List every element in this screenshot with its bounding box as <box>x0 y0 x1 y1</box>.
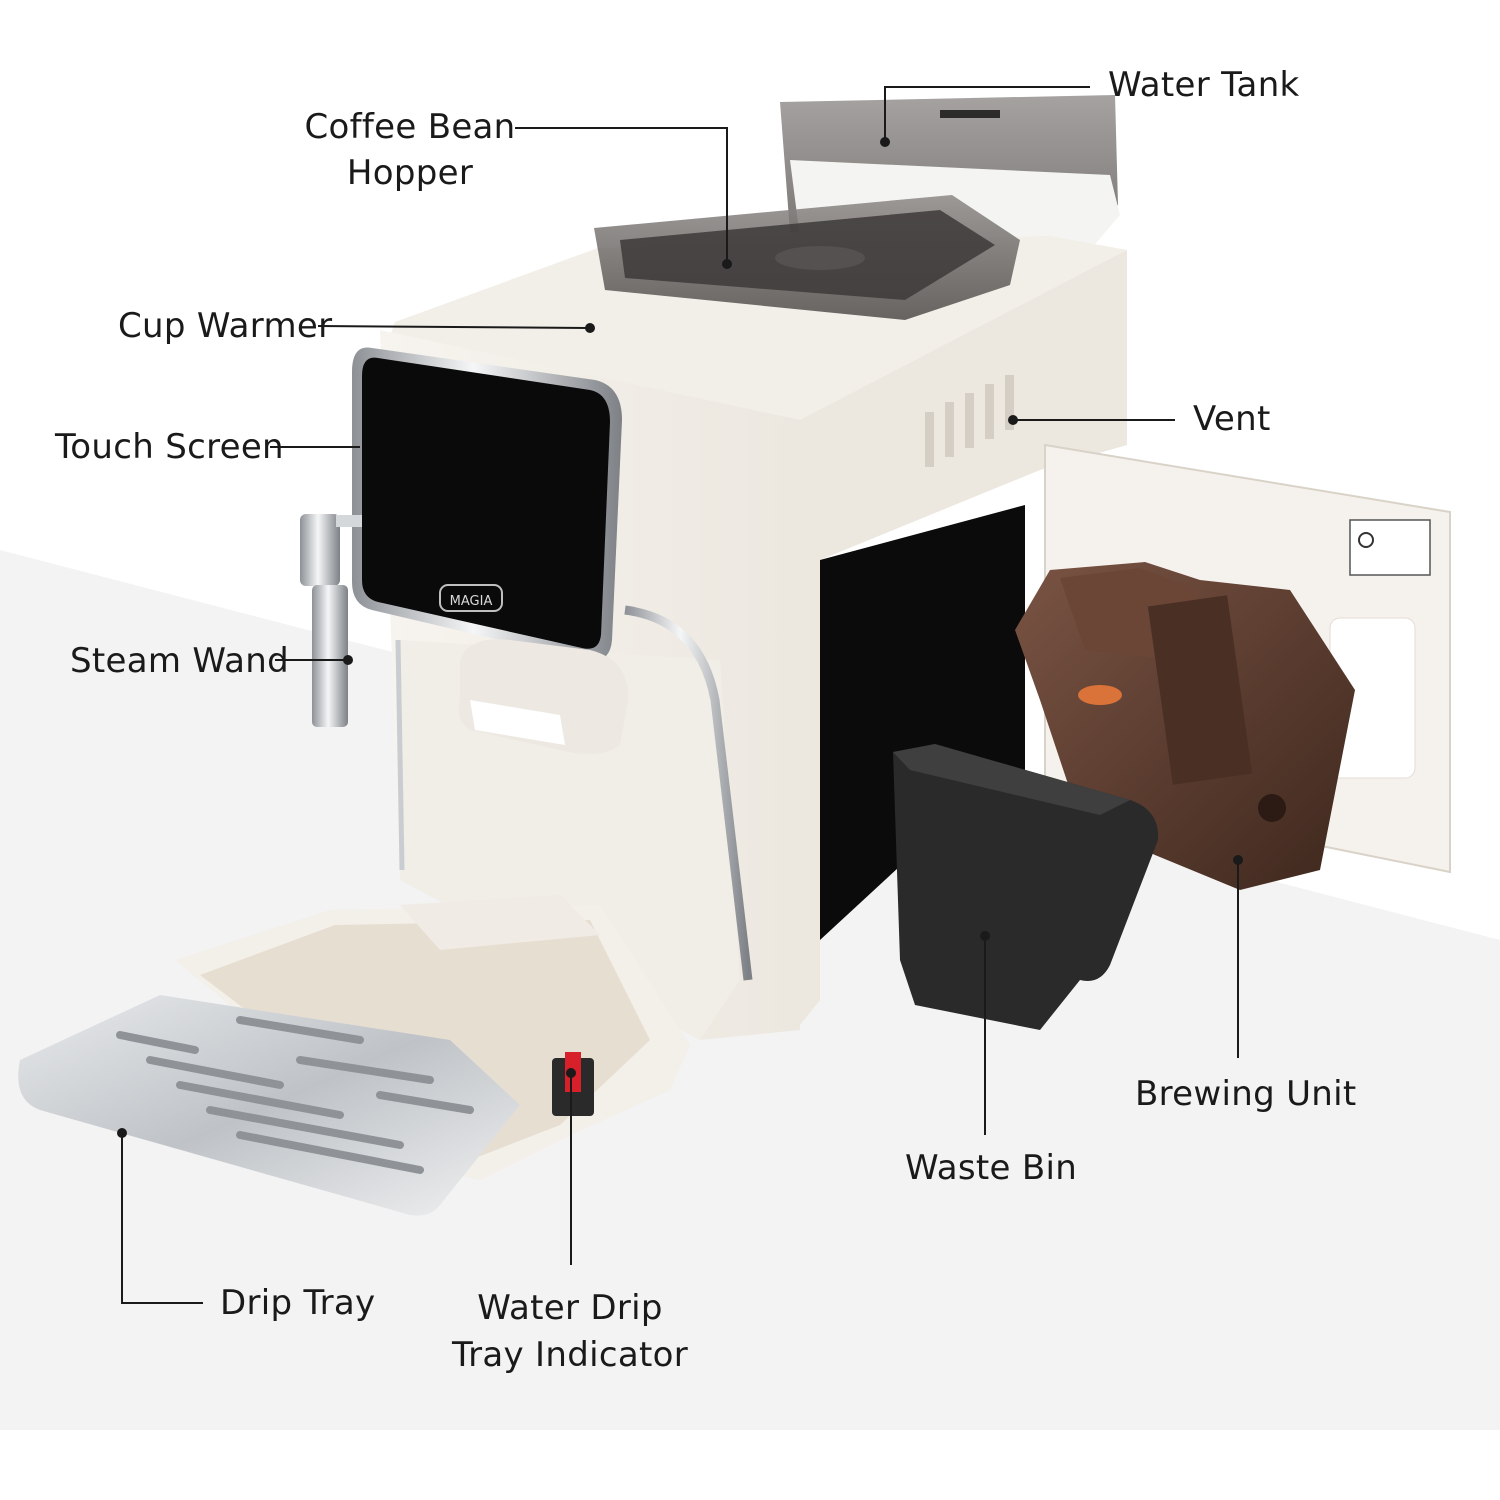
waste-bin <box>893 744 1159 1030</box>
chrome-trim-left <box>395 639 405 871</box>
coffee-bean-hopper <box>594 195 1020 320</box>
label-coffee-bean-hopper-line2: Hopper <box>346 153 474 193</box>
label-vent: Vent <box>1193 399 1271 439</box>
drip-tray-grate <box>18 995 520 1216</box>
label-brewing-unit: Brewing Unit <box>1135 1074 1357 1114</box>
chrome-trim <box>624 605 753 981</box>
label-water-tank: Water Tank <box>1108 65 1300 105</box>
label-waste-bin: Waste Bin <box>905 1148 1078 1188</box>
label-drip-tray: Drip Tray <box>220 1283 376 1323</box>
leader-lines <box>121 86 1239 1304</box>
water-drip-tray-indicator <box>552 1052 594 1116</box>
label-steam-wand: Steam Wand <box>70 641 290 681</box>
brewing-unit <box>1015 562 1355 890</box>
label-coffee-bean-hopper-line1: Coffee Bean <box>304 107 516 147</box>
touch-screen <box>352 347 622 661</box>
coffee-spout <box>458 639 629 754</box>
brand-logo: MAGIA <box>450 594 493 609</box>
label-touch-screen: Touch Screen <box>55 427 284 467</box>
side-cavity <box>820 505 1025 940</box>
label-water-drip-tray-indicator-line1: Water Drip <box>477 1288 663 1328</box>
label-cup-warmer: Cup Warmer <box>118 306 333 346</box>
leader-dots <box>117 137 1243 1138</box>
label-water-drip-tray-indicator-line2: Tray Indicator <box>452 1335 688 1375</box>
steam-wand <box>300 514 362 727</box>
